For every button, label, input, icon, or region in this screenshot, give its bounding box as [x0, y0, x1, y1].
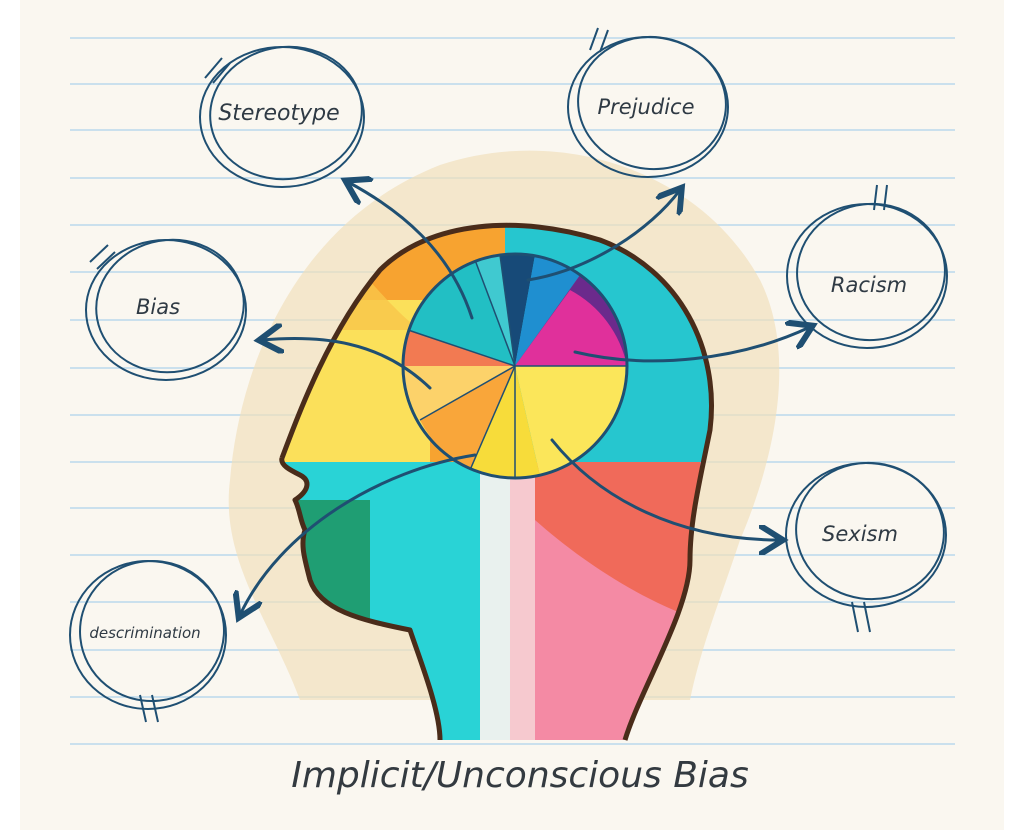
pie-slice-blue	[515, 255, 580, 366]
head-outline	[279, 222, 714, 741]
arrow-to-prejudice	[526, 190, 680, 282]
stereotype-bubble	[199, 45, 365, 188]
sexism-bubble	[785, 461, 947, 633]
diagram-title: Implicit/Unconscious Bias	[291, 755, 749, 796]
arrow-to-bias	[262, 338, 432, 390]
pie-slice-yellow-bottom	[470, 366, 540, 478]
arrows	[240, 182, 810, 615]
arrow-to-stereotype	[348, 182, 474, 320]
pie-slice-peach	[403, 366, 515, 420]
discrimination-label: descrimination	[89, 624, 200, 642]
pie-slice-orange	[420, 366, 515, 470]
pie-slice-magenta	[515, 290, 627, 366]
prejudice-bubble	[567, 27, 729, 178]
sexism-label: Sexism	[822, 522, 898, 546]
arrow-to-sexism	[550, 438, 780, 540]
bias-label: Bias	[136, 295, 180, 319]
arrow-to-racism	[573, 327, 810, 363]
bias-bubble	[85, 238, 247, 381]
discrimination-bubble	[69, 559, 227, 723]
prejudice-label: Prejudice	[598, 95, 695, 119]
racism-bubble	[786, 184, 948, 349]
pie-slice-yellow-right	[515, 366, 627, 476]
brain-pie	[401, 252, 629, 480]
concept-bubbles	[69, 27, 948, 723]
arrow-to-discrimination	[240, 453, 477, 615]
stereotype-label: Stereotype	[218, 101, 339, 126]
racism-label: Racism	[831, 273, 907, 297]
pie-slice-navy	[500, 254, 535, 366]
